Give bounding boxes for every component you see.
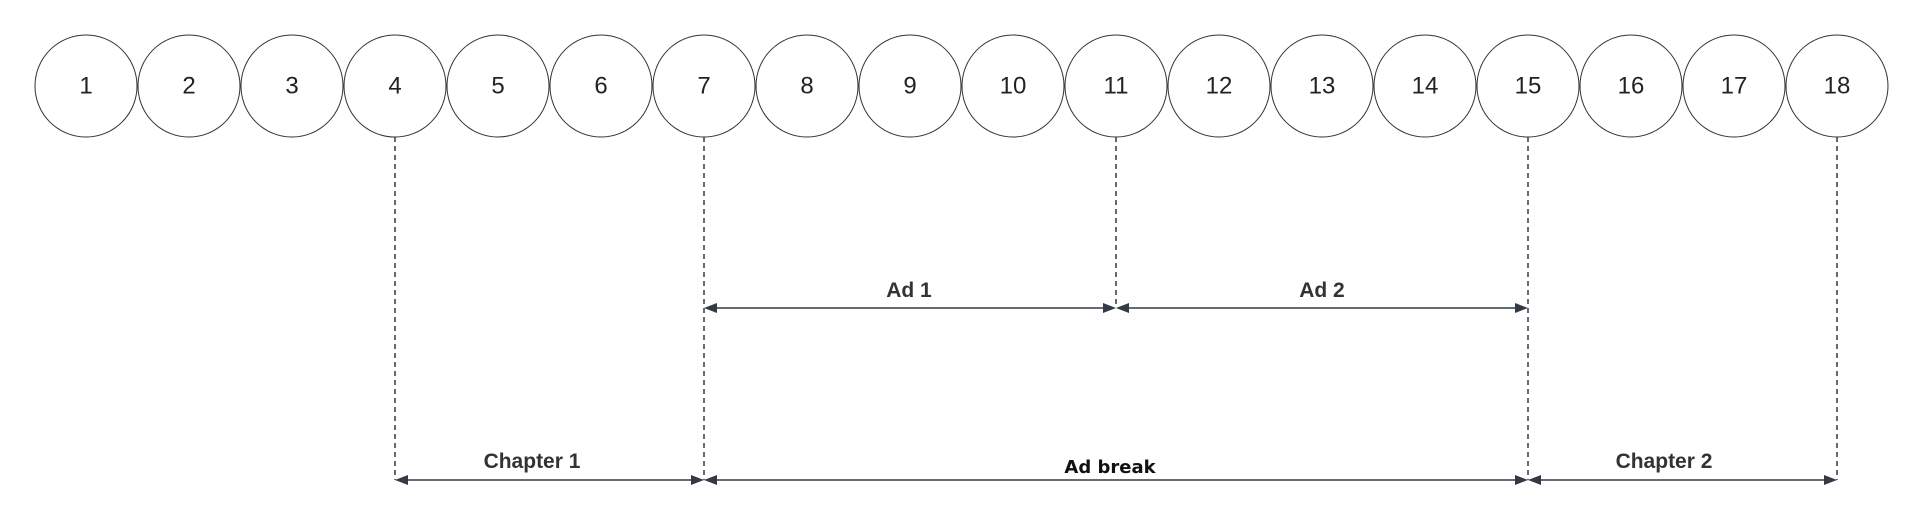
- node: 16: [1579, 34, 1683, 138]
- ad-break-label: Ad break: [1064, 457, 1156, 478]
- ad-1-label: Ad 1: [886, 279, 932, 302]
- node-label: 12: [1206, 73, 1233, 100]
- node: 5: [446, 34, 550, 138]
- arrowhead-left: [1528, 475, 1541, 485]
- node: 3: [240, 34, 344, 138]
- node-label: 6: [594, 73, 607, 100]
- arrowhead-left: [704, 475, 717, 485]
- node-label: 8: [800, 73, 813, 100]
- node-label: 18: [1824, 73, 1851, 100]
- node: 8: [755, 34, 859, 138]
- ad-1-span: Ad 1: [704, 279, 1116, 313]
- arrowhead-left: [704, 303, 717, 313]
- node-label: 10: [1000, 73, 1027, 100]
- node-label: 3: [285, 73, 298, 100]
- node: 12: [1167, 34, 1271, 138]
- arrowhead-left: [395, 475, 408, 485]
- node: 7: [652, 34, 756, 138]
- chapter-2-label: Chapter 2: [1616, 450, 1713, 473]
- node-label: 11: [1104, 73, 1129, 100]
- node: 15: [1476, 34, 1580, 138]
- arrowhead-right: [1103, 303, 1116, 313]
- node-label: 15: [1515, 73, 1542, 100]
- node: 14: [1373, 34, 1477, 138]
- arrowhead-right: [691, 475, 704, 485]
- node-circle: [1579, 34, 1683, 138]
- node: 2: [137, 34, 241, 138]
- node-label: 4: [388, 73, 401, 100]
- chapter-1-label: Chapter 1: [484, 450, 581, 473]
- node-label: 14: [1412, 73, 1439, 100]
- arrowhead-left: [1116, 303, 1129, 313]
- node-circle: [446, 34, 550, 138]
- node: 6: [549, 34, 653, 138]
- node-label: 17: [1721, 73, 1748, 100]
- node: 1: [34, 34, 138, 138]
- node-label: 5: [491, 73, 504, 100]
- node-label: 2: [182, 73, 195, 100]
- chapter-2-span: Chapter 2: [1528, 450, 1837, 485]
- node: 11: [1064, 34, 1168, 138]
- guide-lines: [394, 137, 1838, 480]
- chapter-1-span: Chapter 1: [395, 450, 704, 485]
- node-circle: [34, 34, 138, 138]
- arrowhead-right: [1515, 475, 1528, 485]
- node-row: 1 2 3 4 5 6 7 8 9 10 11 12 13 14 15 16 1…: [34, 34, 1889, 138]
- arrowhead-right: [1515, 303, 1528, 313]
- node-circle: [1167, 34, 1271, 138]
- node-label: 1: [79, 73, 92, 100]
- node-circle: [240, 34, 344, 138]
- ad-2-span: Ad 2: [1116, 279, 1528, 313]
- node: 18: [1785, 34, 1889, 138]
- node-circle: [1682, 34, 1786, 138]
- node-circle: [1373, 34, 1477, 138]
- node-circle: [137, 34, 241, 138]
- node-label: 13: [1309, 73, 1336, 100]
- node-circle: [1270, 34, 1374, 138]
- ad-break-span: Ad break: [704, 457, 1528, 485]
- node-label: 16: [1618, 73, 1645, 100]
- arrowhead-right: [1824, 475, 1837, 485]
- node-circle: [755, 34, 859, 138]
- node-label: 7: [697, 73, 710, 100]
- node-circle: [549, 34, 653, 138]
- node: 9: [858, 34, 962, 138]
- node: 13: [1270, 34, 1374, 138]
- ad-2-label: Ad 2: [1299, 279, 1345, 302]
- node-circle: [858, 34, 962, 138]
- node: 10: [961, 34, 1065, 138]
- node-label: 9: [903, 73, 916, 100]
- node-circle: [961, 34, 1065, 138]
- node: 4: [343, 34, 447, 138]
- node: 17: [1682, 34, 1786, 138]
